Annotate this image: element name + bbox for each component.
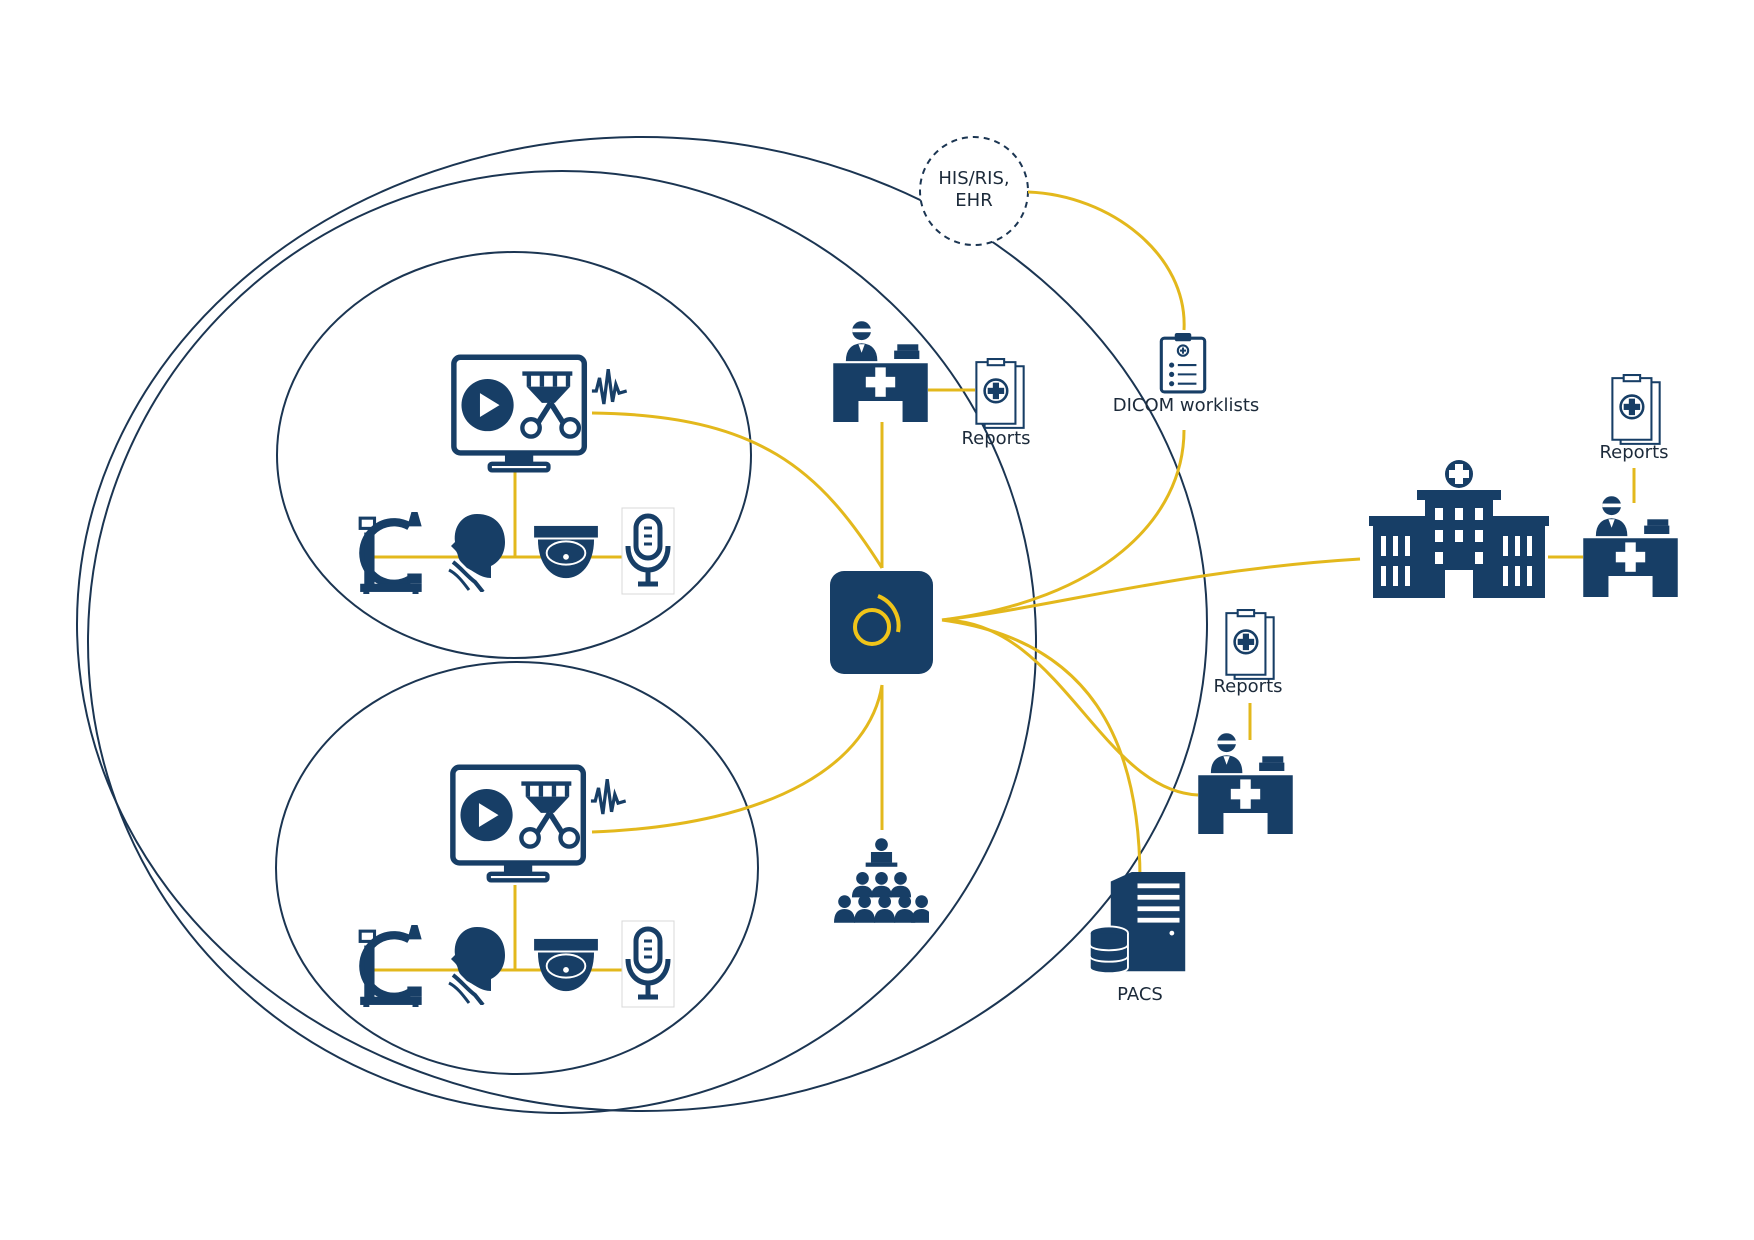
reports-label-top: Reports [961, 428, 1030, 449]
dicom-worklists-label: DICOM worklists [1113, 395, 1260, 416]
report-clipboard-icon[interactable] [1225, 609, 1275, 681]
outer-scope-ellipse [76, 136, 1208, 1112]
patient-head-icon [447, 512, 507, 592]
pacs-server-icon [1088, 872, 1187, 975]
hub-logo-icon[interactable] [830, 571, 933, 674]
doctor-desk-icon [833, 321, 928, 422]
doctor-desk-icon [1583, 496, 1678, 597]
reports-label-right-mid: Reports [1213, 676, 1282, 697]
line-monitor-bottom-to-hub [591, 684, 884, 834]
video-monitor-icon[interactable] [453, 767, 626, 880]
patient-head-icon [447, 925, 507, 1005]
line-hub-to-hospital [941, 557, 1361, 622]
dome-camera-icon [533, 937, 599, 993]
report-clipboard-icon[interactable] [975, 358, 1025, 430]
doctor-desk-icon [1198, 733, 1293, 834]
line-his-to-worklist [1027, 190, 1186, 331]
line-monitor-top-to-hub [591, 411, 884, 569]
pacs-label: PACS [1117, 984, 1163, 1005]
hospital-building-icon [1369, 460, 1549, 598]
inner-scope-ellipse [87, 170, 1037, 1114]
ehr-label: EHR [955, 190, 992, 211]
or-room-bottom-ellipse [275, 661, 759, 1075]
his-ris-label: HIS/RIS, [938, 168, 1009, 189]
c-arm-xray-icon [360, 512, 422, 596]
worklist-clipboard-icon[interactable] [1159, 332, 1207, 394]
line-worklist-to-hub [941, 429, 1186, 622]
his-ris-ehr-node [919, 136, 1029, 246]
c-arm-xray-icon [360, 925, 422, 1009]
dome-camera-icon [533, 524, 599, 580]
line-hub-to-desk-right [941, 618, 1199, 797]
report-clipboard-icon[interactable] [1611, 374, 1661, 446]
reports-label-far-right: Reports [1599, 442, 1668, 463]
audience-icon [834, 838, 929, 923]
or-room-top-ellipse [276, 251, 752, 659]
line-hub-to-pacs [941, 618, 1142, 881]
